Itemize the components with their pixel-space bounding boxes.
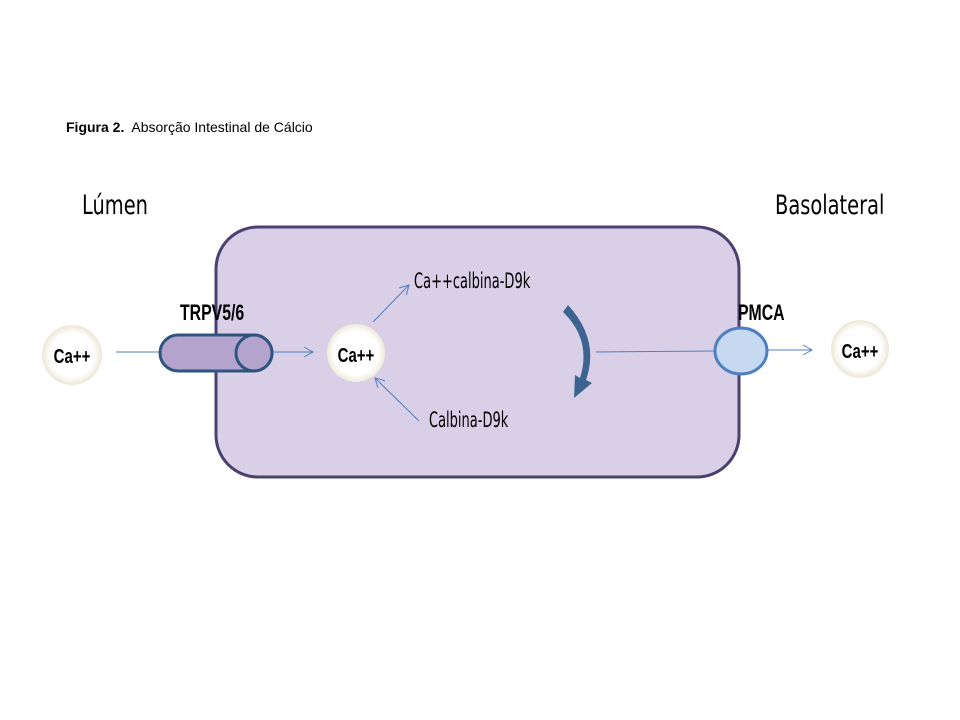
basolateral-calcium-ion bbox=[831, 320, 889, 378]
pmca-label: PMCA bbox=[738, 302, 785, 326]
lumen-calcium-label: Ca++ bbox=[54, 345, 91, 368]
figure-title: Absorção Intestinal de Cálcio bbox=[131, 119, 313, 135]
lumen-label: Lúmen bbox=[82, 189, 148, 221]
cytosol-calcium-ion bbox=[327, 324, 385, 382]
pmca-pump bbox=[713, 326, 769, 376]
trpv-label: TRPV5/6 bbox=[180, 302, 244, 326]
basolateral-calcium-label: Ca++ bbox=[842, 340, 879, 363]
figure-caption: Figura 2. Absorção Intestinal de Cálcio bbox=[66, 119, 313, 135]
binding-arrow bbox=[372, 284, 410, 323]
cytosol-to-pmca-line bbox=[595, 350, 717, 353]
free-protein-label: Calbina-D9k bbox=[429, 409, 509, 433]
bound-protein-label: Ca++calbina-D9k bbox=[414, 270, 531, 294]
trpv-channel-end bbox=[234, 333, 274, 373]
basolateral-label: Basolateral bbox=[775, 189, 884, 221]
figure-label: Figura 2. bbox=[66, 119, 125, 135]
curved-transport-arrow bbox=[563, 305, 592, 398]
lumen-calcium-ion bbox=[42, 325, 102, 385]
cytosol-calcium-label: Ca++ bbox=[338, 344, 375, 367]
release-arrow bbox=[374, 377, 420, 422]
